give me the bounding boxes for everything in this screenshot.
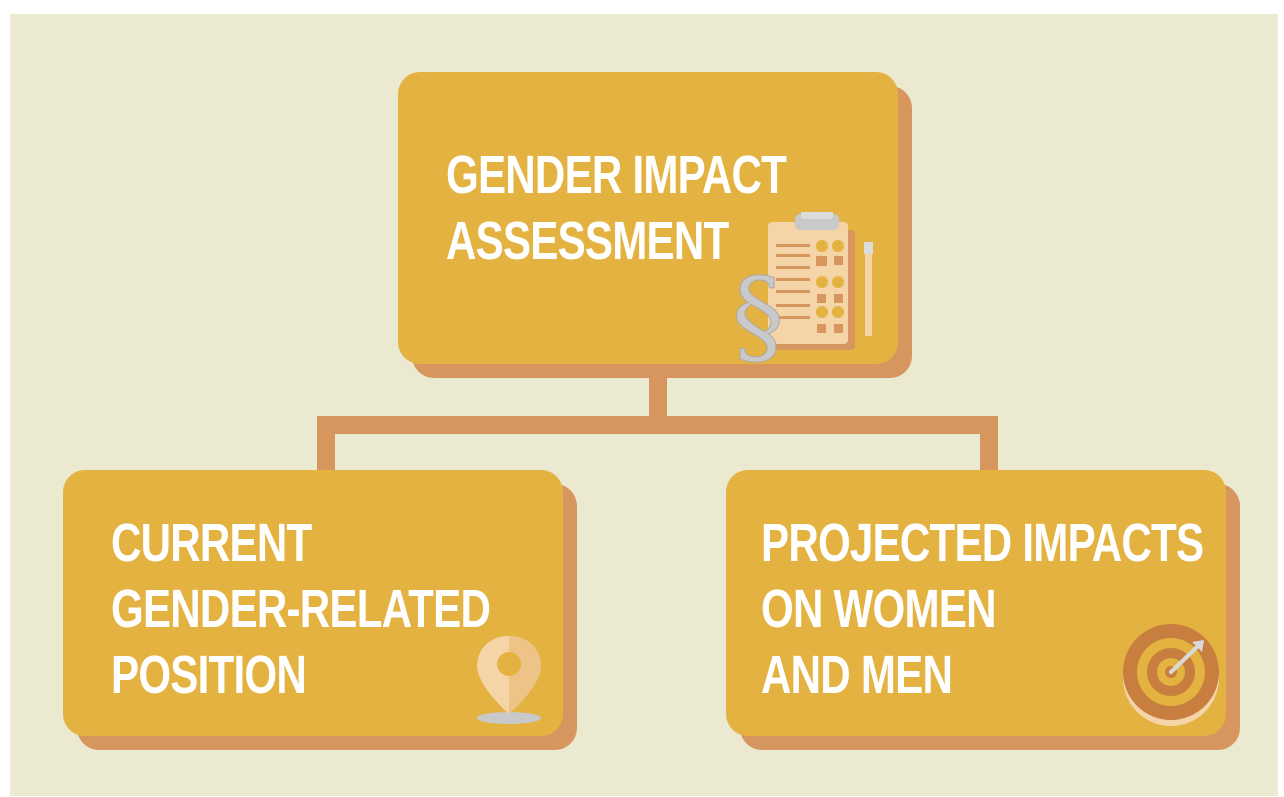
target-icon bbox=[1123, 624, 1219, 726]
child-node-box-left: CURRENT GENDER-RELATED POSITION bbox=[63, 470, 563, 736]
child-node-title-left: CURRENT GENDER-RELATED POSITION bbox=[111, 510, 491, 708]
svg-text:§: § bbox=[732, 255, 784, 372]
left-title-line-3: POSITION bbox=[111, 645, 307, 705]
location-pin-icon bbox=[477, 636, 541, 724]
connector-vertical-root bbox=[649, 369, 667, 421]
child-node-title-right: PROJECTED IMPACTS ON WOMEN AND MEN bbox=[761, 510, 1204, 708]
diagram-canvas: GENDER IMPACT ASSESSMENT bbox=[10, 14, 1278, 796]
left-title-line-2: GENDER-RELATED bbox=[111, 579, 491, 639]
connector-horizontal bbox=[317, 416, 998, 434]
connector-vertical-left bbox=[317, 416, 335, 474]
child-node-box-right: PROJECTED IMPACTS ON WOMEN AND MEN bbox=[726, 470, 1226, 736]
root-node-title: GENDER IMPACT ASSESSMENT bbox=[446, 142, 787, 274]
right-title-line-1: PROJECTED IMPACTS bbox=[761, 513, 1204, 573]
root-title-line-1: GENDER IMPACT bbox=[446, 145, 787, 205]
right-title-line-2: ON WOMEN bbox=[761, 579, 997, 639]
left-title-line-1: CURRENT bbox=[111, 513, 312, 573]
connector-vertical-right bbox=[980, 416, 998, 474]
root-node-box: GENDER IMPACT ASSESSMENT bbox=[398, 72, 898, 372]
root-title-line-2: ASSESSMENT bbox=[446, 211, 729, 271]
clipboard-checklist-icon: § bbox=[732, 212, 873, 372]
right-title-line-3: AND MEN bbox=[761, 645, 953, 705]
